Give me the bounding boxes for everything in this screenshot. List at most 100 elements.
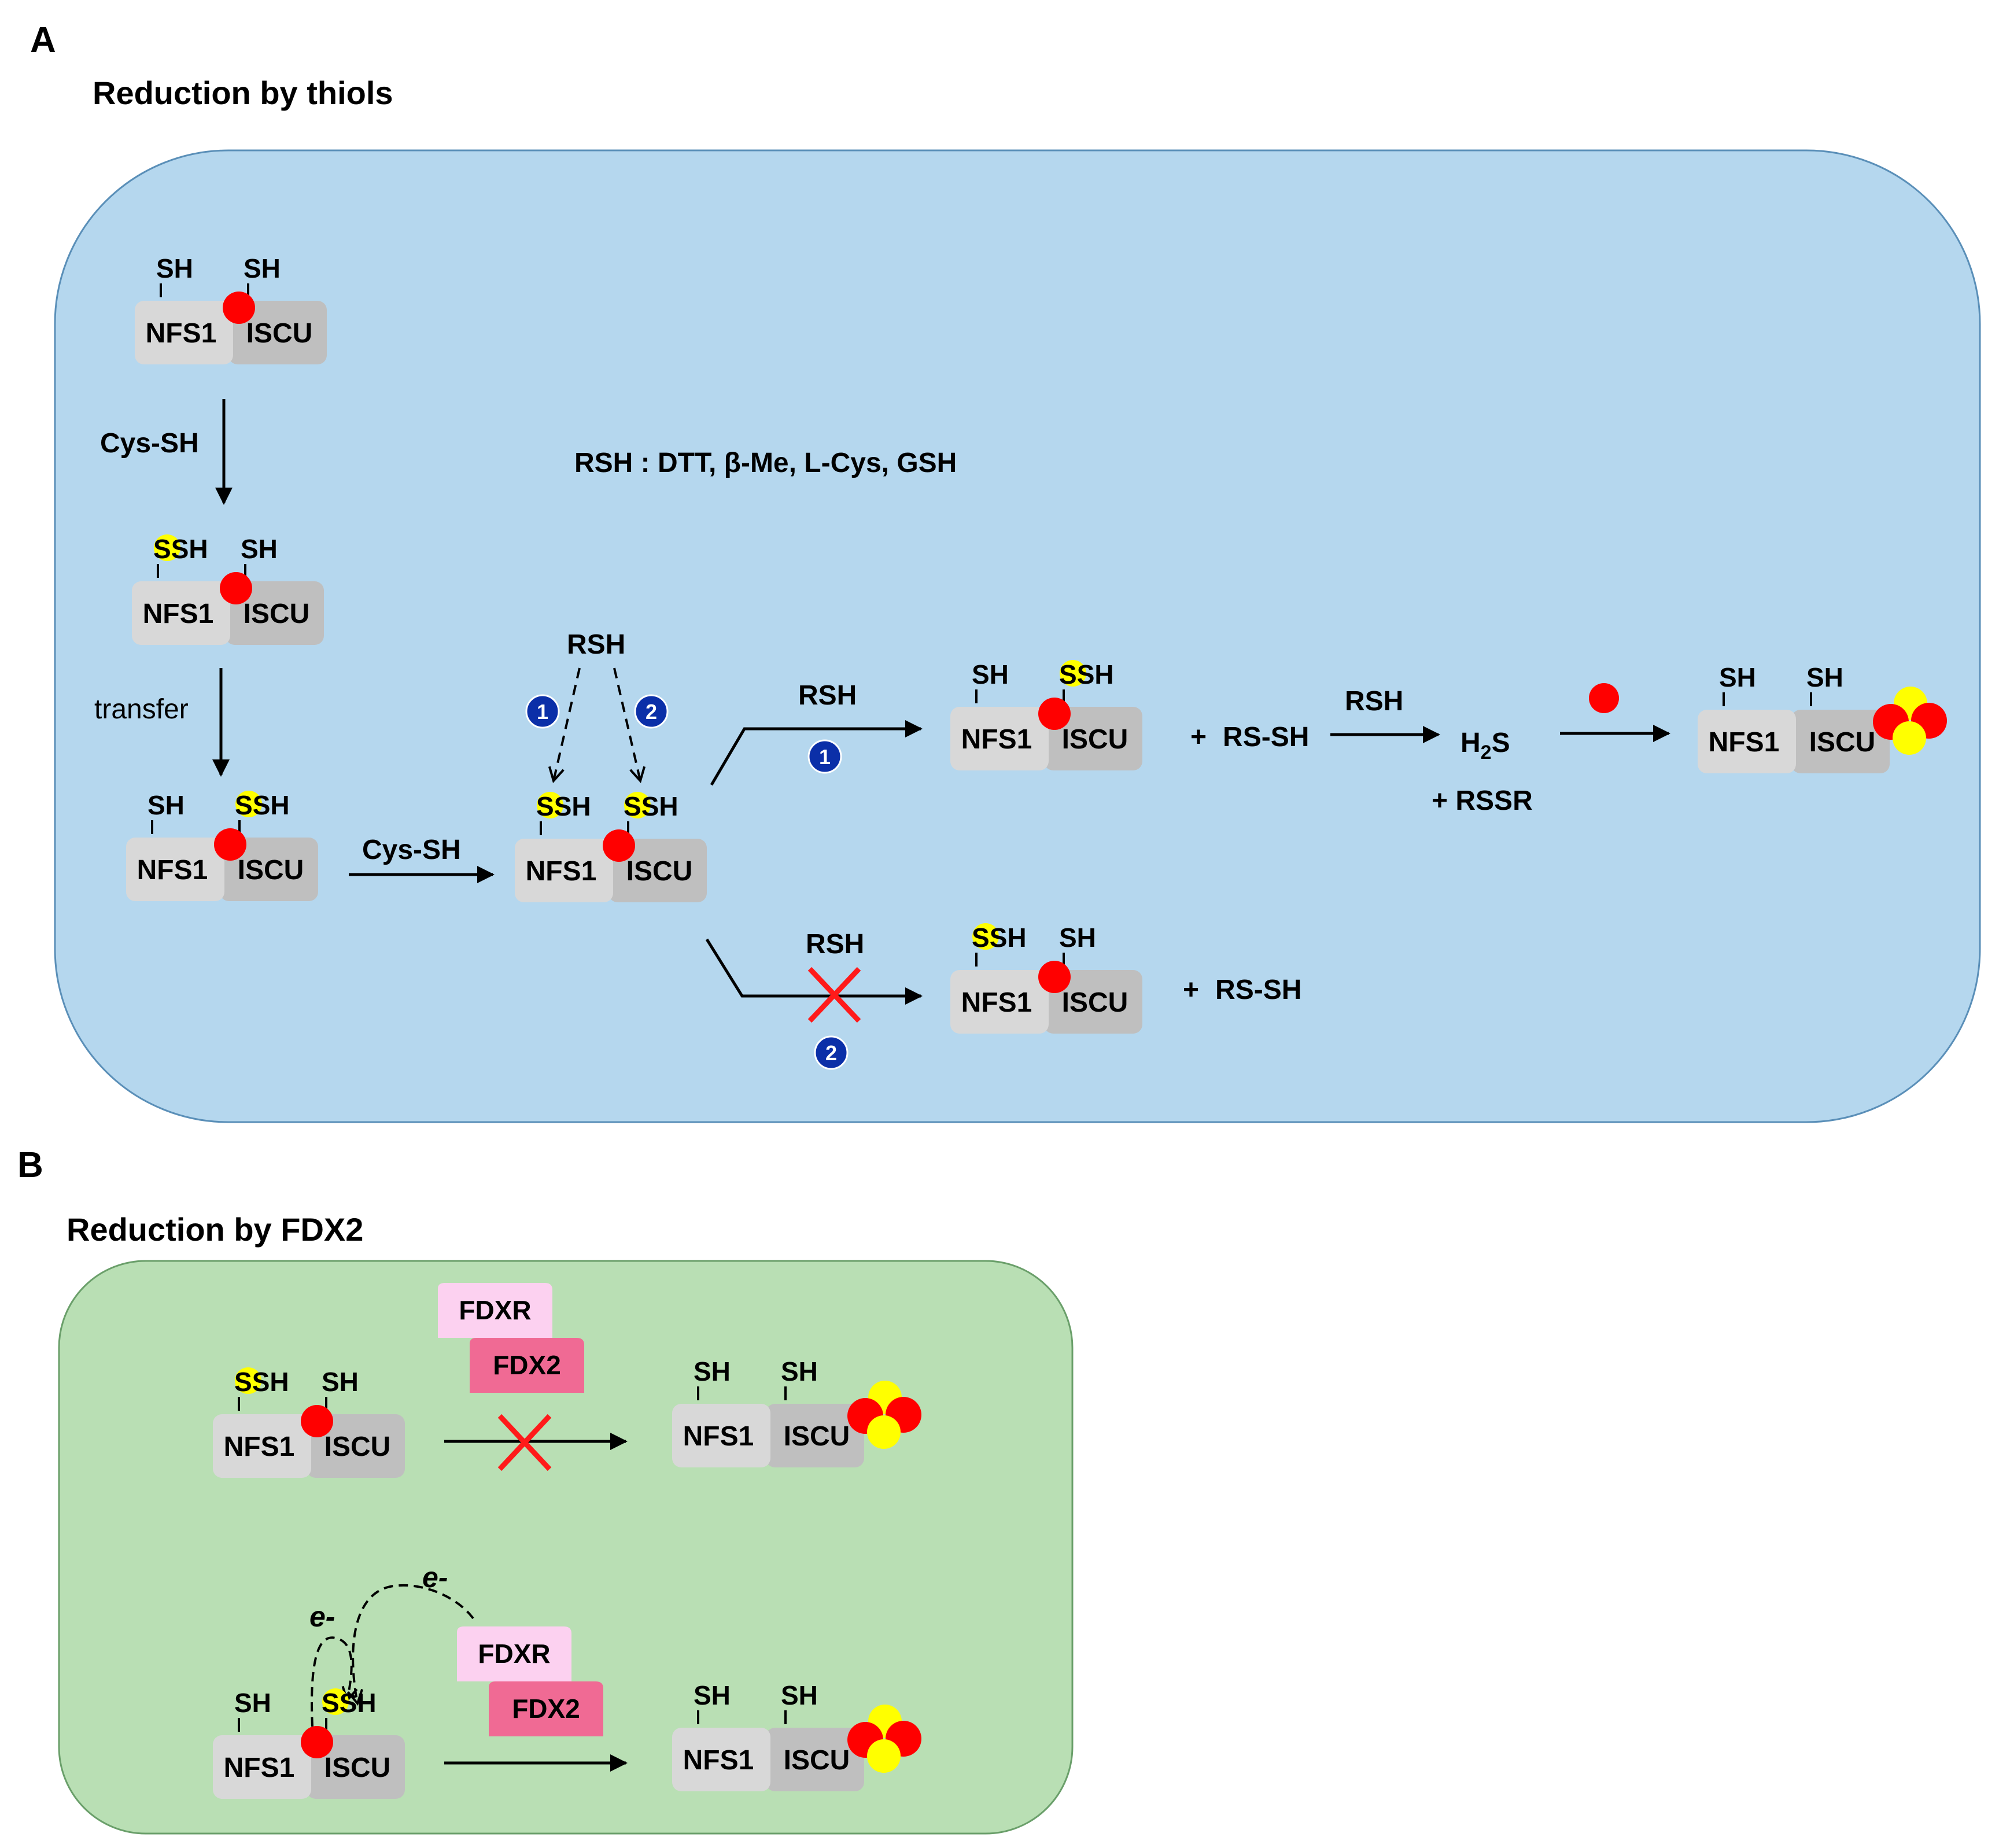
label-rsh-branch-1: RSH — [798, 680, 857, 711]
nfs1-persulfide-dot — [537, 792, 563, 818]
iscu-label: ISCU — [1062, 987, 1128, 1018]
nfs1-persulfide-dot — [972, 923, 999, 950]
iscu-label: ISCU — [1062, 724, 1128, 755]
nfs1-box — [672, 1404, 770, 1467]
badge-path-1-branch: 1 — [807, 739, 842, 774]
panel-a-title: Reduction by thiols — [93, 75, 393, 111]
rsh-legend: RSH : DTT, β-Me, L-Cys, GSH — [574, 448, 957, 478]
fe-s-cluster-icon — [847, 1381, 921, 1449]
iscu-box — [766, 1728, 864, 1791]
fdxr-label: FDXR — [459, 1295, 531, 1325]
fdxr-label: FDXR — [478, 1639, 550, 1669]
iscu-box — [766, 1404, 864, 1467]
label-rsh-top: RSH — [567, 629, 625, 660]
iscu-persulfide-label: SSH — [624, 791, 678, 821]
iron-dot — [603, 829, 635, 862]
nfs1-label: NFS1 — [961, 987, 1032, 1018]
fe-s-cluster-icon — [1873, 687, 1947, 755]
iscu-box — [608, 839, 707, 902]
electron-transfer-arc-nfs1 — [311, 1636, 358, 1727]
nfs1-label: NFS1 — [224, 1432, 295, 1462]
arrow-branch-2 — [705, 938, 923, 1005]
iscu-persulfide-dot — [322, 1688, 349, 1715]
fe-s-cluster-icon — [847, 1705, 921, 1773]
label-rsh-3: RSH — [1345, 686, 1403, 717]
panel-b-title: Reduction by FDX2 — [67, 1211, 363, 1248]
nfs1-box — [672, 1728, 770, 1791]
badge-path-2-rsh-circle — [634, 694, 669, 729]
iscu-persulfide-dot — [235, 791, 262, 817]
iscu-thiol-label: SH — [1059, 923, 1096, 953]
iscu-box — [1791, 710, 1890, 773]
nfs1-label: NFS1 — [146, 318, 217, 349]
complex-b2-product: NFS1 ISCU SH SH — [672, 1680, 864, 1791]
nfs1-thiol-label: SH — [694, 1680, 731, 1710]
nfs1-label: NFS1 — [683, 1745, 754, 1776]
fdx2-box — [470, 1338, 584, 1393]
iscu-box — [226, 581, 324, 645]
nfs1-box — [950, 970, 1049, 1034]
nfs1-thiol-label: SH — [156, 253, 193, 283]
blocked-x-icon — [807, 967, 861, 1023]
nfs1-box — [126, 838, 224, 901]
iron-dot — [223, 292, 255, 324]
nfs1-box — [1698, 710, 1796, 773]
nfs1-label: NFS1 — [224, 1753, 295, 1783]
iscu-thiol-label: SH — [322, 1367, 359, 1397]
label-h2s: H2S — [1460, 728, 1510, 763]
iscu-persulfide-dot — [624, 792, 651, 818]
iscu-label: ISCU — [244, 599, 310, 629]
nfs1-box — [950, 707, 1049, 770]
nfs1-persulfide-label: SSH — [234, 1367, 289, 1397]
arrow-branch-1 — [710, 720, 923, 786]
iscu-box — [1044, 970, 1142, 1034]
nfs1-label: NFS1 — [526, 856, 597, 887]
iscu-persulfide-dot — [1060, 660, 1086, 687]
iron-dot — [1038, 961, 1071, 993]
nfs1-persulfide-dot — [235, 1367, 261, 1394]
label-rs-sh-2: +RS-SH — [1183, 975, 1301, 1005]
iscu-thiol-label: SH — [241, 534, 278, 564]
label-rssr: + RSSR — [1432, 785, 1533, 816]
nfs1-persulfide-dot — [154, 534, 180, 561]
badge-path-1-rsh: 1 — [525, 694, 560, 729]
fdx2-label: FDX2 — [512, 1694, 580, 1724]
iron-dot — [1038, 698, 1071, 730]
nfs1-thiol-label: SH — [972, 659, 1009, 689]
iscu-thiol-label: SH — [244, 253, 281, 283]
iron-dot — [301, 1726, 333, 1758]
iscu-persulfide-label: SSH — [1059, 659, 1114, 689]
iscu-box — [228, 301, 327, 364]
iscu-thiol-label: SH — [781, 1680, 818, 1710]
iscu-label: ISCU — [238, 855, 304, 886]
badge-path-2-branch-circle — [814, 1035, 849, 1070]
label-cys-sh-1: Cys-SH — [100, 428, 199, 459]
nfs1-thiol-label: SH — [234, 1688, 271, 1718]
label-cys-sh-2: Cys-SH — [362, 835, 461, 865]
cluster-sulfur-bottom — [867, 1739, 901, 1773]
iscu-label: ISCU — [784, 1745, 850, 1776]
iscu-box — [307, 1414, 405, 1478]
dashed-arrow-path-2 — [613, 667, 646, 784]
label-rs-sh-1: +RS-SH — [1190, 722, 1309, 753]
panel-b-letter: B — [17, 1145, 43, 1185]
nfs1-thiol-label: SH — [1719, 662, 1756, 692]
iscu-thiol-label: SH — [1806, 662, 1843, 692]
iron-dot — [301, 1405, 333, 1437]
electron-transfer-arc-fdxr — [346, 1584, 474, 1706]
nfs1-thiol-label: SH — [147, 790, 185, 820]
iscu-persulfide-label: SSH — [235, 790, 290, 820]
iscu-label: ISCU — [324, 1753, 391, 1783]
nfs1-box — [213, 1414, 311, 1478]
badge-path-1-rsh-label: 1 — [537, 700, 548, 724]
nfs1-label: NFS1 — [1709, 727, 1780, 758]
badge-path-1-branch-circle — [807, 739, 842, 774]
